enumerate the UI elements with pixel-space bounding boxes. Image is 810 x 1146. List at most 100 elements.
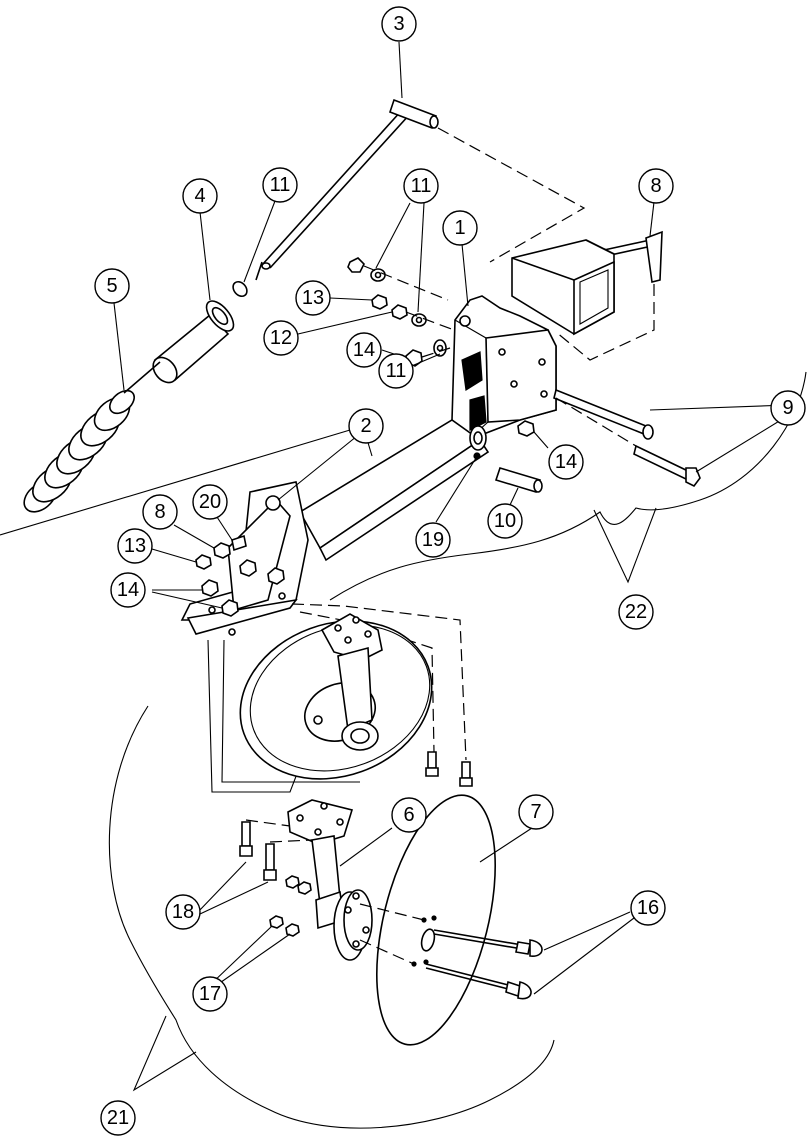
callout-14c: 14 xyxy=(110,572,146,608)
alignment-line-mount xyxy=(291,603,467,761)
mount-bracket xyxy=(451,295,557,441)
group-21-pointer xyxy=(132,1015,197,1092)
nut-top xyxy=(347,257,365,273)
callout-1: 1 xyxy=(442,210,478,246)
leader-10 xyxy=(509,487,519,506)
leader-2a xyxy=(277,431,363,501)
nut-14-right xyxy=(517,420,535,437)
callout-20: 20 xyxy=(192,484,228,520)
callout-14b: 14 xyxy=(548,444,584,480)
callout-22: 22 xyxy=(618,594,654,630)
leader-18a xyxy=(197,861,247,913)
leader-16b xyxy=(533,917,635,995)
alignment-line-tube xyxy=(555,284,655,361)
callout-11c: 11 xyxy=(378,353,414,389)
leader-1 xyxy=(461,243,469,307)
svg-text:10: 10 xyxy=(494,510,516,532)
callout-7: 7 xyxy=(518,794,554,830)
bolt-upper-a xyxy=(425,751,439,777)
svg-text:22: 22 xyxy=(625,601,647,623)
alignment-line-mount-lower xyxy=(245,819,291,827)
callout-3: 3 xyxy=(381,6,417,42)
svg-text:16: 16 xyxy=(637,897,659,919)
nut-17-a xyxy=(269,915,284,929)
svg-text:20: 20 xyxy=(199,491,221,513)
svg-text:13: 13 xyxy=(124,535,146,557)
leader-13a xyxy=(329,297,373,301)
callout-12: 12 xyxy=(263,320,299,356)
washer-hole xyxy=(415,316,423,324)
coil-spring xyxy=(23,361,161,513)
callout-6: 6 xyxy=(391,797,427,833)
nut-14-b xyxy=(221,599,239,617)
svg-text:5: 5 xyxy=(106,275,117,297)
callout-8a: 8 xyxy=(638,168,674,204)
callout-2: 2 xyxy=(348,408,384,444)
group-22-pointer xyxy=(593,507,657,584)
callout-4: 4 xyxy=(182,178,218,214)
nut-14-a xyxy=(201,579,219,597)
leader-17b xyxy=(213,933,291,988)
callout-5: 5 xyxy=(94,268,130,304)
svg-text:2: 2 xyxy=(360,415,371,437)
leader-14d xyxy=(151,591,223,609)
svg-text:11: 11 xyxy=(270,174,291,196)
svg-text:19: 19 xyxy=(422,529,444,551)
leader-16a xyxy=(543,911,631,951)
alignment-line-hardware-3 xyxy=(421,347,451,358)
callout-18: 18 xyxy=(165,894,201,930)
leader-11d xyxy=(413,353,441,366)
svg-text:13: 13 xyxy=(302,287,324,309)
pivot-pin-10 xyxy=(494,467,543,493)
nut-13-left xyxy=(195,554,212,570)
group-22-outline xyxy=(329,371,807,601)
leader-6 xyxy=(339,827,393,867)
alignment-line-disc-2 xyxy=(221,639,360,783)
nut-14-d xyxy=(267,567,285,585)
callout-17: 17 xyxy=(192,976,228,1012)
leader-13b xyxy=(151,548,197,563)
group-bracket-left xyxy=(0,429,351,536)
group-21-outline xyxy=(108,705,555,1129)
alignment-line-mount-lower-2 xyxy=(269,839,313,843)
swing-arm xyxy=(180,419,490,636)
callout-14a: 14 xyxy=(346,332,382,368)
callout-10: 10 xyxy=(487,503,523,539)
leader-5 xyxy=(113,302,125,391)
svg-text:8: 8 xyxy=(650,175,661,197)
leader-7 xyxy=(479,827,533,863)
alignment-line-hardware-1 xyxy=(363,265,449,301)
carriage-bolt-16-a xyxy=(433,929,543,957)
svg-text:3: 3 xyxy=(393,13,404,35)
nut-lower-b xyxy=(297,881,312,895)
alignment-line-disc-1 xyxy=(207,639,301,793)
leader-4 xyxy=(199,211,211,301)
callout-11b: 11 xyxy=(403,168,439,204)
disc-mount-6 xyxy=(287,799,373,961)
svg-text:6: 6 xyxy=(403,804,414,826)
nut-13-right xyxy=(371,294,388,310)
bolt-9-lower xyxy=(633,444,701,488)
svg-text:7: 7 xyxy=(530,801,541,823)
svg-text:14: 14 xyxy=(353,339,375,361)
alignment-line-hardware-2 xyxy=(405,311,455,331)
washer-rod xyxy=(232,280,248,298)
callout-19: 19 xyxy=(415,522,451,558)
leader-14b xyxy=(533,431,549,449)
bolt-18-a xyxy=(239,821,253,857)
alignment-line-bolt xyxy=(555,397,637,447)
svg-text:11: 11 xyxy=(411,175,432,197)
svg-text:9: 9 xyxy=(782,397,793,419)
callout-13a: 13 xyxy=(295,280,331,316)
leader-8a xyxy=(649,201,655,237)
callout-21: 21 xyxy=(100,1100,136,1136)
nut-12 xyxy=(391,304,408,320)
pin-19 xyxy=(473,452,481,460)
alignment-line-rod xyxy=(437,127,586,263)
callout-8b: 8 xyxy=(142,494,178,530)
callout-11a: 11 xyxy=(262,167,298,203)
nut-lower-a xyxy=(285,875,300,889)
svg-text:8: 8 xyxy=(154,501,165,523)
leader-19 xyxy=(435,457,477,523)
